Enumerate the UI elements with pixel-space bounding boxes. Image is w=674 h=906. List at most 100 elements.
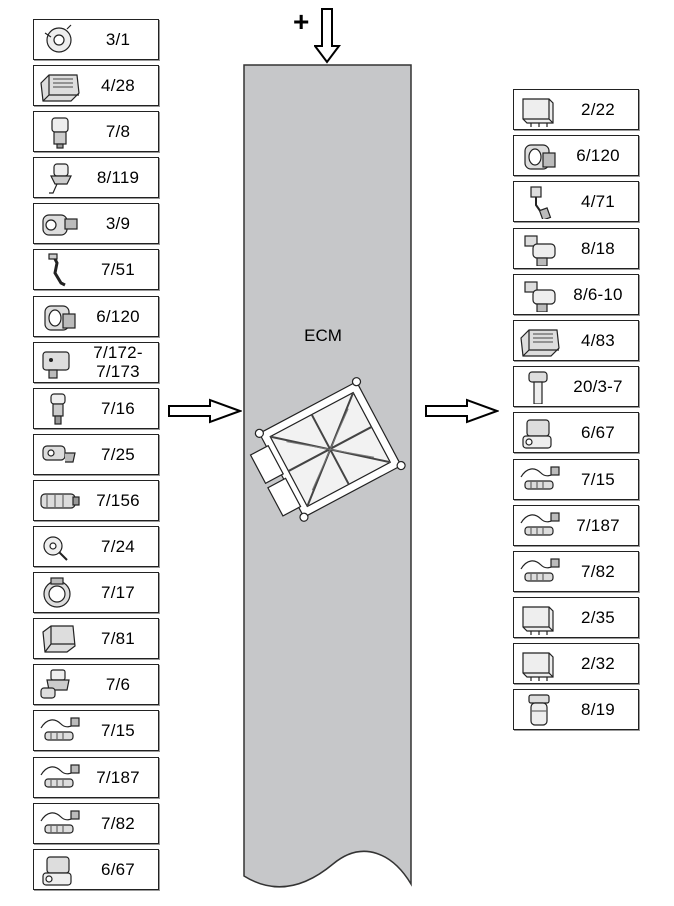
fuel-pump-icon [517,693,561,727]
left-component-8: 7/16 [33,387,159,429]
left-component-0: 3/1 [33,19,159,60]
control-module-icon [37,69,81,103]
component-label: 7/81 [101,629,135,649]
injector-icon [517,278,561,313]
right-component-1: 6/120 [513,135,639,177]
right-component-11: 2/35 [513,597,639,639]
left-component-17: 7/82 [33,802,159,844]
left-component-2: 7/8 [33,111,159,153]
right-component-12: 2/32 [513,643,639,685]
component-label: 8/6-10 [573,284,623,304]
output-components-column: 2/22 6/120 4/71 8/18 8/6-10 4/83 20/3-7 6/67 7/1… [513,89,639,736]
solenoid-valve-icon [37,853,81,887]
oil-pressure-sensor-icon [37,668,81,702]
right-component-7: 6/67 [513,412,639,454]
left-component-16: 7/187 [33,756,159,798]
left-component-6: 6/120 [33,295,159,337]
input-arrow-icon [168,398,242,424]
left-component-11: 7/24 [33,526,159,568]
map-sensor-icon [37,622,81,656]
component-label: 2/22 [581,100,615,119]
left-component-3: 8/119 [33,157,159,199]
left-component-14: 7/6 [33,664,159,706]
component-label: 6/120 [96,306,140,326]
component-label: 7/15 [581,469,615,489]
right-component-13: 8/19 [513,689,639,731]
component-label: 7/156 [96,490,140,510]
temperature-switch-icon [37,115,81,149]
right-component-9: 7/187 [513,504,639,546]
component-label: 7/17 [101,583,135,603]
oxygen-sensor-icon [37,761,81,795]
coolant-sensor-icon [37,392,81,426]
connector-sensor-icon [37,484,81,518]
component-label: 7/24 [101,537,135,557]
relay-icon [517,601,561,636]
component-label: 8/19 [581,700,615,720]
component-label: 7/187 [96,767,140,787]
oxygen-sensor-icon [37,807,81,841]
position-sensor-icon [37,346,81,380]
component-label: 2/32 [581,654,615,674]
glow-plug-icon [517,185,561,222]
oxygen-sensor-icon [37,714,81,748]
right-component-3: 8/18 [513,227,639,269]
component-label: 6/67 [101,859,135,879]
ignition-coil-icon [517,370,561,405]
ecm-unit-icon [249,377,406,522]
power-input-arrow-icon [314,8,341,64]
component-label: 4/28 [101,76,135,96]
pedal-sensor-icon [37,253,81,287]
component-label: 3/9 [105,214,131,234]
component-label: 7/82 [101,813,135,833]
actuator-icon [37,207,81,241]
oxygen-sensor-icon [517,509,561,543]
component-label: 2/35 [581,608,615,628]
component-label: 6/67 [581,423,615,443]
component-label: 7/51 [101,260,135,280]
speed-sensor-icon [37,438,81,472]
relay-icon [517,93,561,127]
component-label: 7/15 [101,721,135,741]
component-label: 7/25 [101,444,135,464]
component-label: 7/187 [576,515,620,535]
component-label: 4/71 [581,192,615,212]
right-component-10: 7/82 [513,550,639,592]
left-component-1: 4/28 [33,65,159,107]
right-component-4: 8/6-10 [513,273,639,315]
right-component-0: 2/22 [513,89,639,130]
relay-icon [517,647,561,682]
injector-icon [517,232,561,267]
control-module-icon [517,324,561,358]
component-label: 8/18 [581,238,615,258]
right-component-6: 20/3-7 [513,366,639,408]
component-label: 7/172- 7/173 [93,343,143,382]
ecm-label: ECM [304,326,342,345]
throttle-body-icon [517,139,561,173]
pressure-switch-icon [37,161,81,195]
component-label: 7/16 [101,398,135,418]
oxygen-sensor-icon [517,555,561,589]
left-component-4: 3/9 [33,203,159,245]
component-label: 7/6 [105,675,131,695]
power-plus-icon: + [293,6,310,37]
sensor-round-icon [37,23,81,57]
solenoid-valve-icon [517,416,561,450]
left-component-9: 7/25 [33,433,159,475]
component-label: 6/120 [576,146,620,166]
knock-sensor-icon [37,530,81,564]
right-component-8: 7/15 [513,458,639,500]
left-component-13: 7/81 [33,618,159,660]
left-component-15: 7/15 [33,710,159,752]
component-label: 3/1 [105,30,131,49]
right-component-5: 4/83 [513,319,639,361]
mass-airflow-sensor-icon [37,576,81,610]
left-component-10: 7/156 [33,479,159,521]
component-label: 20/3-7 [573,377,623,397]
component-label: 7/82 [581,561,615,581]
component-label: 8/119 [96,168,140,188]
output-arrow-icon [425,398,499,424]
component-label: 7/8 [105,122,131,142]
left-component-7: 7/172- 7/173 [33,341,159,383]
oxygen-sensor-icon [517,463,561,497]
